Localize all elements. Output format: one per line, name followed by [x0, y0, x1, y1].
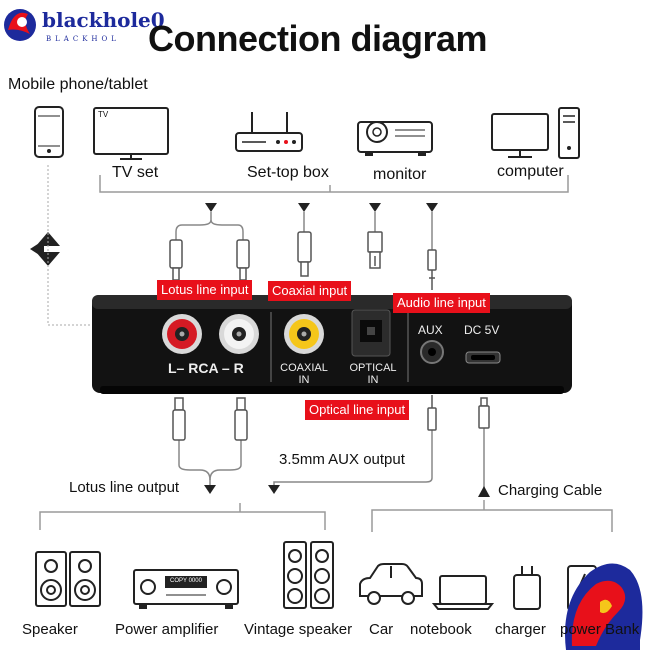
vintage-speaker-label: Vintage speaker: [244, 621, 353, 638]
input-bracket: [99, 175, 569, 193]
optical-plug: [367, 231, 383, 269]
rca-plugs-top: [169, 239, 250, 281]
monitor-label: monitor: [373, 166, 427, 183]
charging-cable-label: Charging Cable: [498, 482, 603, 499]
rca-label: L– RCA – R: [168, 360, 244, 376]
tv-label: TV set: [112, 164, 159, 181]
dc-label: DC 5V: [464, 323, 500, 337]
notebook-icon: [431, 575, 495, 610]
transfer-arrows-icon: [30, 232, 60, 266]
lotus-output-label: Lotus line output: [69, 479, 180, 496]
car-icon: [359, 563, 423, 605]
coaxial-in-label: IN: [298, 374, 310, 386]
coaxial-label: COAXIAL: [280, 362, 328, 374]
set-top-box-label: Set-top box: [247, 164, 329, 181]
device-body: [92, 295, 572, 394]
charger-icon: [513, 566, 541, 610]
coaxial-input-tag: Coaxial input: [268, 281, 352, 301]
phone-icon: [34, 106, 64, 158]
lotus-input-tag: Lotus line input: [157, 280, 253, 300]
brand-logo-icon: [4, 9, 36, 41]
input-arrows: [205, 203, 438, 212]
brand-subtitle: BLACKHOL: [46, 35, 120, 43]
computer-icon: [491, 107, 580, 159]
watermark-logo-icon: [565, 563, 643, 650]
output-brackets: [39, 500, 613, 532]
output-arrows: [204, 485, 490, 497]
coaxial-plug: [297, 231, 312, 277]
amp-display-text: COPY 0000: [170, 578, 202, 584]
set-top-box-icon: [235, 112, 303, 152]
speaker-icon: [35, 551, 101, 607]
usb-plug-bottom: [478, 397, 490, 429]
charger-label: charger: [495, 621, 546, 638]
phone-link-line: [47, 165, 92, 326]
vintage-speaker-icon: [283, 541, 334, 609]
rca-plugs-bottom: [172, 397, 248, 441]
notebook-label: notebook: [410, 621, 472, 638]
aux-label: AUX: [418, 323, 443, 337]
power-amplifier-label: Power amplifier: [115, 621, 219, 638]
tv-icon: [93, 107, 169, 160]
aux-plug: [427, 249, 437, 290]
power-amplifier-icon: [133, 569, 239, 609]
optical-input-tag: Optical line input: [305, 400, 410, 420]
optical-label: OPTICAL: [349, 362, 397, 374]
brand-name: blackhole0: [42, 8, 165, 32]
projector-icon: [357, 121, 433, 156]
computer-label: computer: [497, 163, 564, 180]
power-bank-label: power Bank: [560, 621, 640, 638]
tv-screen-text: TV: [98, 110, 109, 119]
optical-in-label: IN: [367, 374, 379, 386]
upper-cables: [175, 212, 433, 250]
aux-output-label: 3.5mm AUX output: [279, 451, 405, 468]
mobile-label: Mobile phone/tablet: [8, 76, 148, 93]
page-title: Connection diagram: [148, 18, 488, 59]
car-label: Car: [369, 621, 394, 638]
aux-plug-bottom: [427, 395, 437, 431]
speaker-label: Speaker: [22, 621, 78, 638]
audio-input-tag: Audio line input: [393, 293, 490, 313]
